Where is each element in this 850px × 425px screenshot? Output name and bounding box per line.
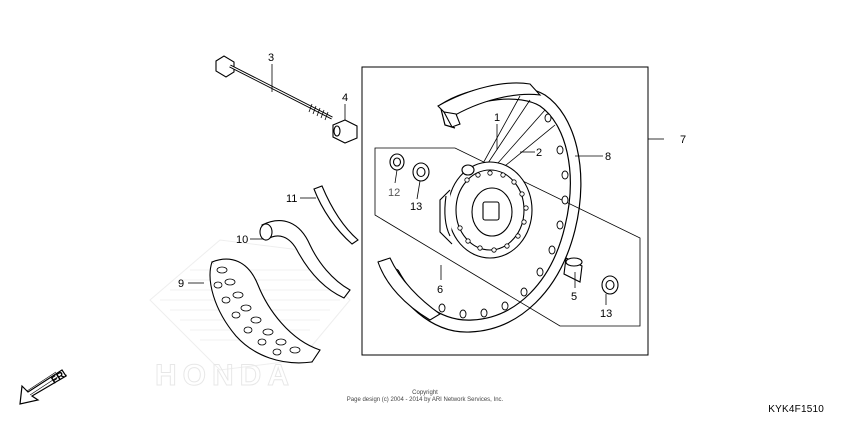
copyright-line: Page design (c) 2004 - 2014 by ARI Netwo… [346,397,504,403]
dust-seal [389,153,405,171]
callout-7: 7 [680,134,686,146]
callout-11: 11 [286,193,297,205]
honda-watermark: HONDA [149,239,351,393]
honda-watermark-text: HONDA [155,359,295,392]
callout-13-right: 13 [600,308,612,320]
callout-9: 9 [178,278,184,290]
inner-tube [259,220,351,299]
wheel-assembly-box [361,66,649,356]
bearing-left [412,162,430,182]
axle-bolt [215,55,333,121]
callout-4: 4 [342,92,348,104]
callout-5: 5 [571,291,577,303]
callout-2: 2 [536,147,542,159]
rim-band-bottom [377,257,442,321]
callout-12: 12 [388,187,400,199]
callout-10: 10 [236,234,248,246]
axle-nut [332,119,358,144]
callout-6: 6 [437,284,443,296]
leader-lines [188,64,664,305]
front-arrow-icon: FR. [19,368,69,405]
hub-subassembly-outline [374,147,641,327]
wheel-hub [439,161,533,259]
rim-band-top [437,82,542,128]
tire [209,258,321,364]
callout-8: 8 [605,151,611,163]
diagram-code: KYK4F1510 [768,404,824,415]
rim-strip [313,185,359,245]
copyright-title: Copyright [412,390,438,396]
callout-3: 3 [268,52,274,64]
distance-collar [563,257,583,283]
bearing-right [601,275,619,295]
callout-1: 1 [494,112,500,124]
callout-13-left: 13 [410,201,422,213]
